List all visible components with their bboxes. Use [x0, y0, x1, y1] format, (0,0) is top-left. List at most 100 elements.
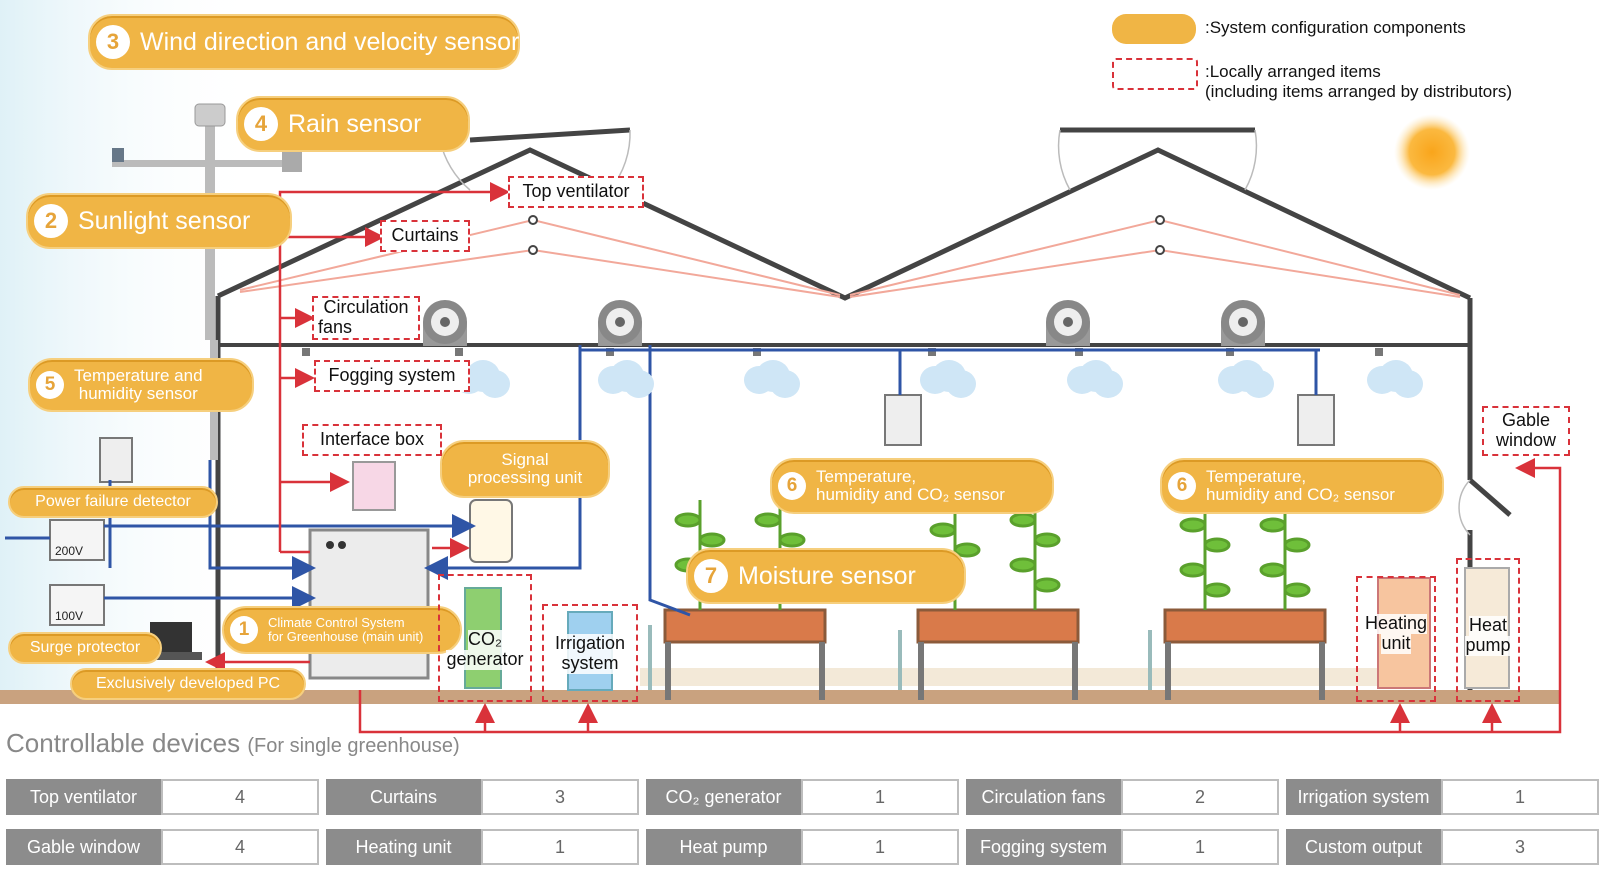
device-name-cell: Top ventilator [6, 779, 161, 815]
device-count-cell: 4 [161, 829, 319, 865]
fog-cloud [918, 360, 964, 394]
heatpump-line2: pump [1465, 634, 1511, 656]
plant-beds [663, 608, 1327, 700]
wind-sensor-number: 3 [96, 25, 130, 59]
outlet-200v-label: 200V [55, 544, 84, 558]
climate-control-line2: for Greenhouse (main unit) [268, 629, 424, 644]
co2-gen-line2: generator [446, 649, 524, 670]
fog-cloud [1365, 360, 1411, 394]
legend-local-label: :Locally arranged items (including items… [1205, 62, 1512, 101]
signal-lines [5, 345, 1320, 617]
rain-sensor-number: 4 [244, 107, 278, 141]
rain-sensor-label: 4 Rain sensor [236, 96, 470, 152]
gable-window-label: Gable window [1482, 406, 1570, 456]
temp-humidity-sensor-label: 5 Temperature and humidity sensor [28, 358, 254, 412]
outlet-200v [49, 519, 105, 561]
power-failure-text: Power failure detector [35, 492, 191, 510]
climate-control-text: Climate Control System for Greenhouse (m… [268, 616, 423, 643]
sunlight-sensor-label: 2 Sunlight sensor [26, 193, 292, 249]
co2-sensor-a-line2: humidity and CO₂ sensor [816, 485, 1005, 504]
fogging-system-label: Fogging system [314, 360, 470, 392]
device-name-cell: Gable window [6, 829, 161, 865]
heatpump-line1: Heat [1468, 615, 1508, 636]
co2-sensor-b-number: 6 [1168, 472, 1196, 500]
circulation-fans-label: Circulation fans [312, 296, 420, 340]
surge-protector-label: Surge protector [8, 632, 162, 664]
pc-text: Exclusively developed PC [95, 674, 281, 692]
climate-control-line1: Climate Control System [268, 615, 405, 631]
fog-cloud [742, 360, 788, 394]
device-count-cell: 1 [1441, 779, 1599, 815]
wind-sensor-text: Wind direction and velocity sensor [140, 27, 520, 56]
device-name-cell: Custom output [1286, 829, 1441, 865]
co2-sensor-b-text: Temperature, humidity and CO₂ sensor [1206, 468, 1395, 504]
curtains-label: Curtains [380, 220, 470, 252]
temp-humidity-line1: Temperature and [74, 366, 203, 386]
device-count-cell: 1 [481, 829, 639, 865]
temp-humidity-text: Temperature and humidity sensor [74, 367, 203, 403]
heat-pump-label: Heat pump [1456, 558, 1520, 702]
irrigation-line2: system [561, 652, 619, 674]
interface-box-device [352, 461, 396, 511]
co2-sensor-a-text: Temperature, humidity and CO₂ sensor [816, 468, 1005, 504]
legend-local-line1: :Locally arranged items [1205, 62, 1381, 81]
pc-label: Exclusively developed PC [70, 668, 306, 700]
device-name-cell: Heating unit [326, 829, 481, 865]
controllable-title-text: Controllable devices [6, 728, 241, 758]
device-name-cell: Irrigation system [1286, 779, 1441, 815]
co2-sensor-a-number: 6 [778, 472, 806, 500]
irrigation-system-label: Irrigation system [542, 604, 638, 702]
signal-line2: processing unit [467, 468, 583, 487]
irrigation-line1: Irrigation [554, 633, 626, 654]
rain-sensor-text: Rain sensor [288, 109, 422, 138]
device-count-cell: 4 [161, 779, 319, 815]
device-name-cell: Heat pump [646, 829, 801, 865]
surge-protector-text: Surge protector [29, 638, 141, 656]
legend-local-line2: (including items arranged by distributor… [1205, 81, 1513, 101]
temp-humidity-line2: humidity sensor [78, 384, 198, 403]
moisture-sensor-label: 7 Moisture sensor [686, 548, 966, 604]
main-unit [308, 528, 430, 680]
control-lines [205, 182, 1562, 734]
heating-line1: Heating [1364, 613, 1428, 634]
legend-local-swatch [1112, 58, 1198, 90]
device-name-cell: Fogging system [966, 829, 1121, 865]
heating-line2: unit [1381, 632, 1411, 654]
co2-generator-label: CO₂ generator [438, 574, 532, 702]
climate-control-number: 1 [230, 616, 258, 644]
co2-gen-line1: CO₂ [468, 629, 502, 651]
controllable-devices-title: Controllable devices (For single greenho… [6, 728, 460, 759]
circulation-line2: fans [318, 317, 353, 337]
co2-sensor-a-line1: Temperature, [816, 467, 917, 487]
fog-nozzles [302, 348, 1383, 356]
device-count-cell: 1 [1121, 829, 1279, 865]
device-count-cell: 3 [1441, 829, 1599, 865]
device-count-cell: 1 [801, 829, 959, 865]
sunlight-sensor-text: Sunlight sensor [78, 206, 251, 235]
hanging-sensor-units [99, 394, 1335, 483]
floor-strip [640, 668, 1380, 686]
co2-sensor-label-b: 6 Temperature, humidity and CO₂ sensor [1160, 458, 1444, 514]
device-name-cell: Curtains [326, 779, 481, 815]
signal-processing-box [469, 499, 513, 563]
heating-unit-label: Heating unit [1356, 576, 1436, 702]
top-ventilator-label: Top ventilator [508, 176, 644, 208]
gable-line2: window [1495, 430, 1557, 450]
sunlight-sensor-number: 2 [34, 204, 68, 238]
co2-sensor-b-line1: Temperature, [1206, 467, 1307, 487]
wind-sensor-label: 3 Wind direction and velocity sensor [88, 14, 520, 70]
legend-system-label: :System configuration components [1205, 18, 1466, 37]
controllable-subtitle: (For single greenhouse) [247, 735, 460, 757]
circulation-fan-icons [423, 300, 1265, 346]
device-name-cell: Circulation fans [966, 779, 1121, 815]
fog-cloud [596, 360, 642, 394]
interface-box-label: Interface box [302, 424, 442, 456]
circulation-line1: Circulation [323, 297, 409, 318]
co2-sensor-b-line2: humidity and CO₂ sensor [1206, 485, 1395, 504]
outlet-100v-label: 100V [55, 609, 84, 623]
fog-cloud [1065, 360, 1111, 394]
signal-line1: Signal [501, 450, 549, 470]
sun-icon [1394, 114, 1470, 190]
device-name-cell: CO₂ generator [646, 779, 801, 815]
